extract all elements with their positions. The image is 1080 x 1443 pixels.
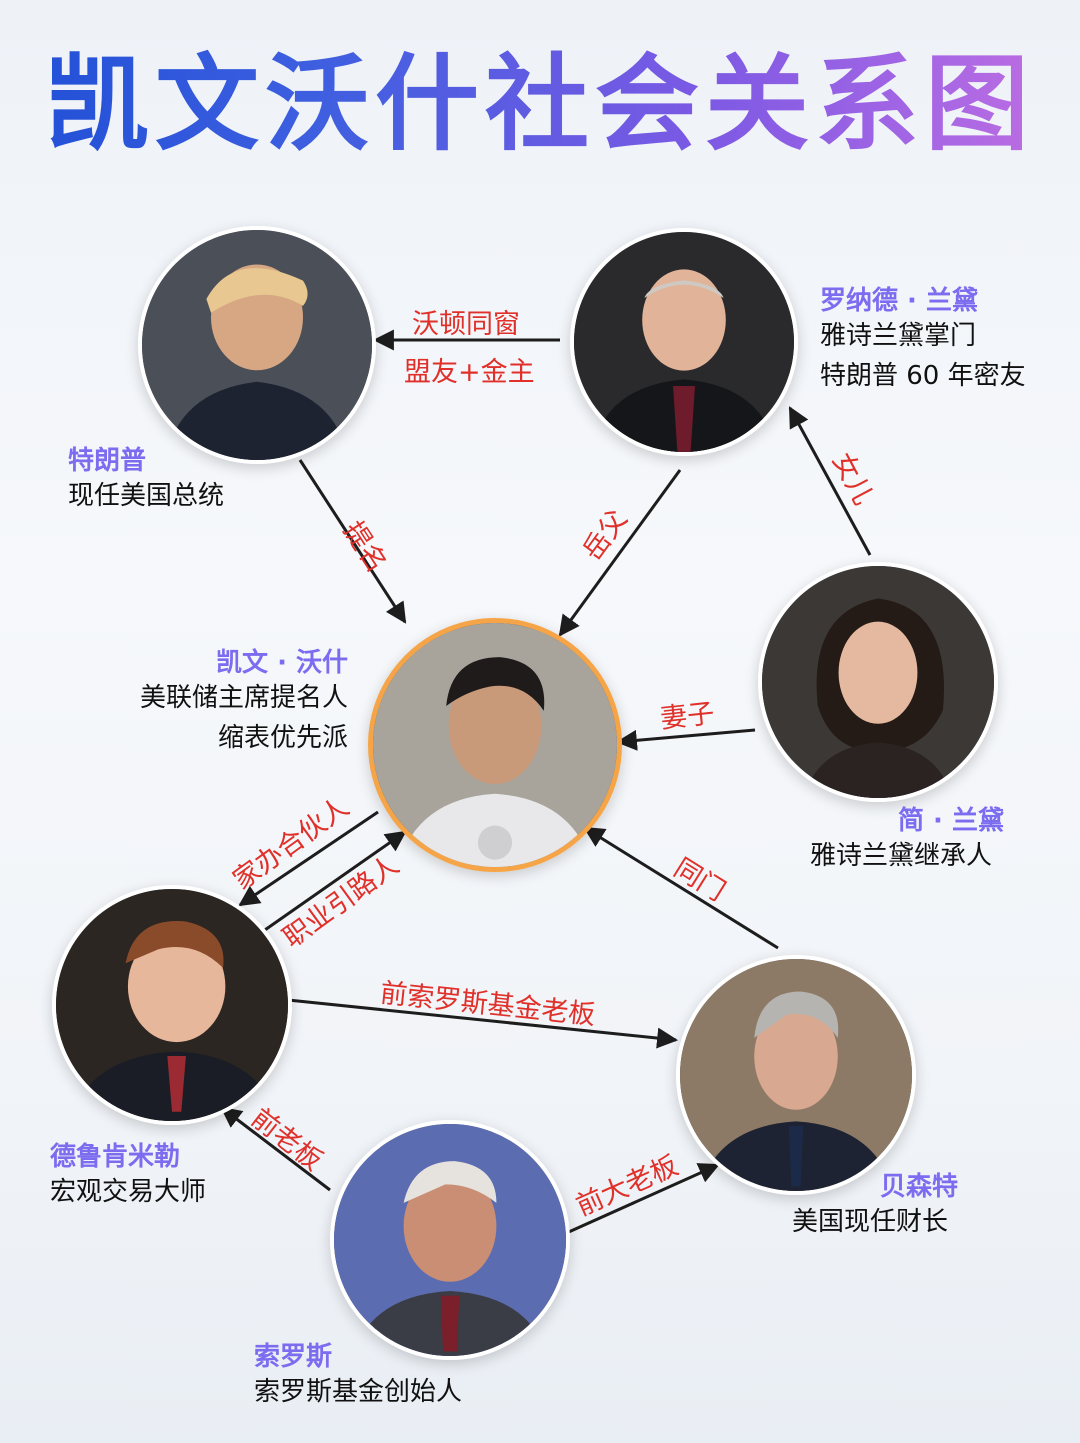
soros-portrait — [330, 1120, 570, 1360]
link-jane-to-ronald — [788, 406, 872, 556]
trump-name: 特朗普 — [68, 446, 147, 476]
person-silhouette-icon — [142, 230, 372, 460]
person-silhouette-icon — [574, 232, 794, 452]
link-soros-to-bessent — [561, 1163, 720, 1237]
person-silhouette-icon — [334, 1124, 566, 1356]
soros-desc: 索罗斯基金创始人 — [254, 1377, 463, 1407]
jane-lauder-name: 简 · 兰黛 — [898, 806, 1004, 836]
jane-lauder-portrait — [758, 562, 998, 802]
warsh-desc-1: 美联储主席提名人 — [139, 683, 348, 713]
bessent-portrait — [676, 955, 916, 1195]
person-silhouette-icon — [680, 959, 912, 1191]
soros-name: 索罗斯 — [254, 1342, 333, 1372]
relation-label-ally-donor: 盟友+金主 — [404, 357, 535, 388]
trump-desc: 现任美国总统 — [68, 481, 225, 511]
link-druckenmiller-to-warsh — [261, 830, 407, 934]
bessent-name: 贝森特 — [880, 1172, 959, 1202]
ronald-lauder-portrait — [570, 228, 798, 456]
person-silhouette-icon — [56, 889, 288, 1121]
trump-portrait — [138, 226, 376, 464]
ronald-lauder-desc-1: 雅诗兰黛掌门 — [820, 321, 977, 351]
page-title: 凯文沃什社会关系图 — [0, 42, 1080, 167]
bessent-desc: 美国现任财长 — [792, 1207, 949, 1237]
link-soros-to-druckenmiller — [220, 1106, 331, 1192]
link-trump-to-warsh — [298, 459, 407, 624]
druckenmiller-portrait — [52, 885, 292, 1125]
person-silhouette-icon — [762, 566, 994, 798]
link-jane-to-warsh — [615, 728, 756, 751]
warsh-name: 凯文 · 沃什 — [216, 648, 348, 678]
ronald-lauder-desc-2: 特朗普 60 年密友 — [820, 361, 1026, 391]
ronald-lauder-name: 罗纳德 · 兰黛 — [820, 286, 978, 316]
jane-lauder-desc: 雅诗兰黛继承人 — [810, 841, 993, 871]
link-druckenmiller-to-bessent — [287, 998, 679, 1049]
warsh-desc-2: 缩表优先派 — [217, 723, 348, 753]
link-lauder-to-warsh — [558, 469, 682, 637]
person-silhouette-icon — [373, 623, 617, 867]
relation-label-wharton: 沃顿同窗 — [412, 309, 520, 340]
link-bessent-to-warsh — [583, 826, 779, 950]
relation-label-wife: 妻子 — [658, 698, 716, 735]
link-warsh-to-druckenmiller — [238, 810, 379, 907]
warsh-portrait — [368, 618, 622, 872]
druckenmiller-desc: 宏观交易大师 — [50, 1177, 207, 1207]
druckenmiller-name: 德鲁肯米勒 — [50, 1142, 181, 1172]
